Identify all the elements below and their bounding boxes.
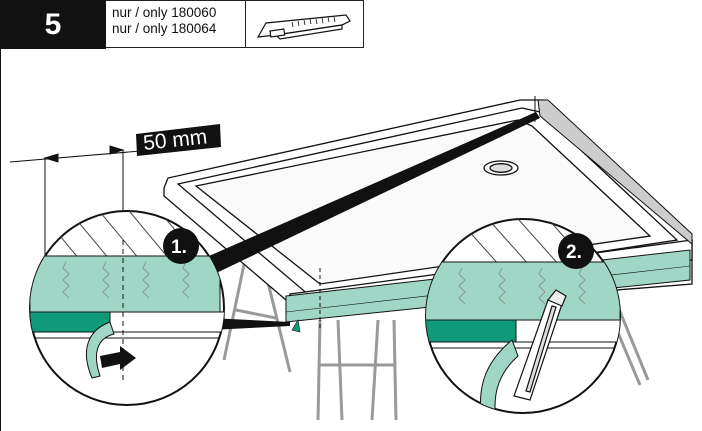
- tool-box: [246, 0, 364, 48]
- dimension-label: 50 mm: [142, 125, 208, 155]
- utility-knife-icon: [256, 14, 351, 40]
- dimension-label-box: 50 mm: [136, 124, 221, 156]
- zoom-detail-2: 2.: [425, 218, 621, 414]
- step-number: 5: [44, 7, 62, 41]
- callout-number-1: 1.: [171, 237, 187, 258]
- callout-leader-lines: [200, 112, 540, 330]
- zoom-detail-1: 1.: [29, 210, 225, 406]
- frame-left-border: [0, 49, 1, 431]
- utility-knife-detail-icon: [513, 289, 567, 401]
- pull-direction-arrow: [100, 346, 136, 370]
- step-number-box: 5: [0, 0, 106, 49]
- part-number-line-1: nur / only 180060: [112, 5, 217, 20]
- part-numbers-box: nur / only 180060 nur / only 180064: [106, 0, 246, 48]
- part-number-line-2: nur / only 180064: [112, 21, 217, 36]
- callout-number-2: 2.: [566, 242, 582, 263]
